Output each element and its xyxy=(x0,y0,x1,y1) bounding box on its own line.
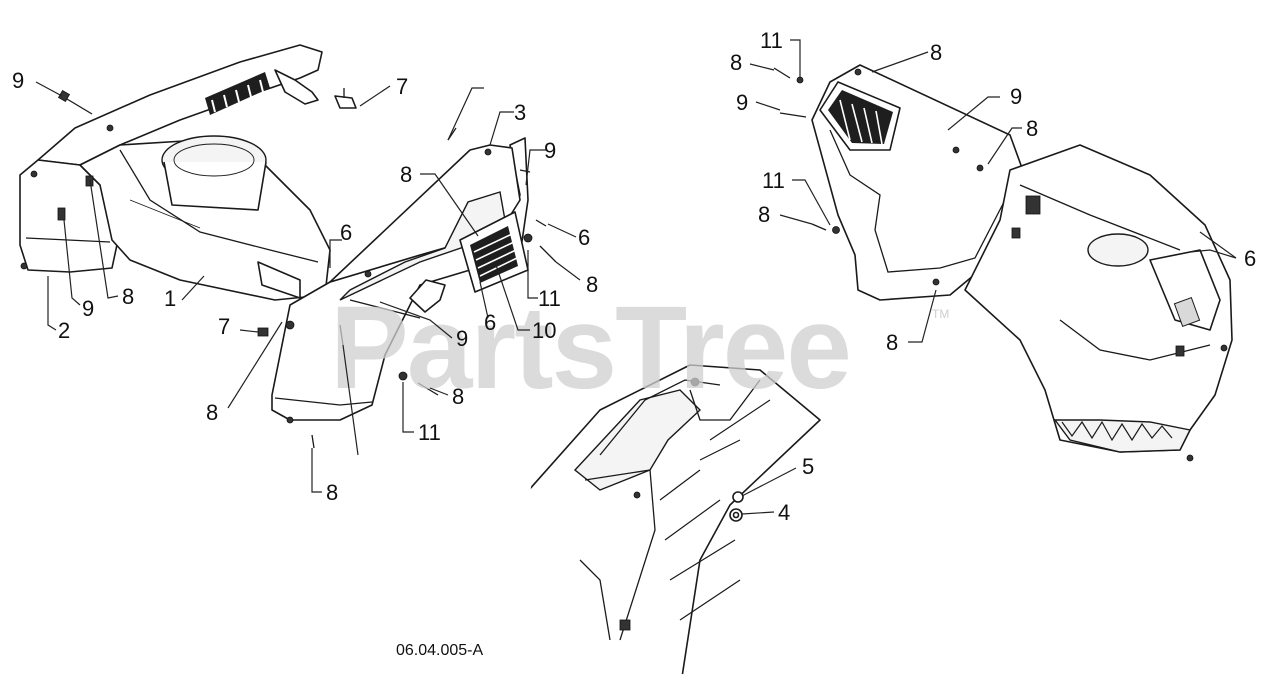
callout-label: 9 xyxy=(456,326,468,351)
callout-label: 9 xyxy=(12,68,24,93)
washer-icon xyxy=(523,233,533,243)
screw-icon xyxy=(286,416,294,424)
clip-icon xyxy=(334,95,357,109)
screw-icon xyxy=(30,170,38,178)
bracket-icon xyxy=(1025,195,1041,215)
washer-icon xyxy=(398,371,408,381)
screw-icon xyxy=(1220,344,1228,352)
callout-label: 8 xyxy=(758,202,770,227)
callout-label: 6 xyxy=(340,220,352,245)
clip-icon xyxy=(1011,227,1021,239)
callout-label: 11 xyxy=(760,28,783,53)
right-housing-assembly xyxy=(773,64,1233,462)
screw-icon xyxy=(633,491,641,499)
callout-label: 9 xyxy=(736,90,748,115)
bolt-icon xyxy=(535,219,547,227)
washer-icon xyxy=(832,226,840,234)
bolt-icon xyxy=(311,434,315,449)
callout-label: 9 xyxy=(1010,84,1022,109)
clip-icon xyxy=(1175,345,1185,357)
screw-icon xyxy=(1186,454,1194,462)
rim-vent-grille xyxy=(205,72,270,115)
callout-label: 6 xyxy=(578,225,590,250)
screw-icon xyxy=(484,148,492,156)
screw-icon xyxy=(932,278,940,286)
clip-icon xyxy=(257,327,269,337)
right-vent-grille xyxy=(819,81,901,151)
callout-labels: 9 9 8 2 1 6 7 7 3 9 8 6 8 11 6 10 9 8 11… xyxy=(12,28,1256,525)
callout-label: 2 xyxy=(58,318,70,343)
clip-icon xyxy=(619,619,631,631)
bolt-icon xyxy=(519,169,531,173)
detail-view xyxy=(530,364,821,675)
screw-icon xyxy=(20,262,28,270)
bolt-icon xyxy=(57,207,66,221)
callout-label: 8 xyxy=(326,480,338,505)
leader-lines xyxy=(35,39,1237,515)
bolt-icon xyxy=(811,223,827,231)
diagram-reference-code: 06.04.005-A xyxy=(396,642,484,659)
callout-label: 6 xyxy=(484,310,496,335)
screw-icon xyxy=(952,146,960,154)
bolt-icon xyxy=(417,382,439,396)
callout-label: 11 xyxy=(538,286,561,311)
bolt-icon xyxy=(85,175,94,187)
callout-label: 8 xyxy=(400,162,412,187)
callout-label: 11 xyxy=(418,420,441,445)
callout-label: 11 xyxy=(762,168,785,193)
callout-label: 8 xyxy=(1026,116,1038,141)
bolt-icon xyxy=(539,245,557,263)
callout-label: 9 xyxy=(82,296,94,321)
screw-icon xyxy=(854,68,862,76)
callout-label: 8 xyxy=(886,330,898,355)
callout-label: 10 xyxy=(532,318,556,343)
callout-label: 8 xyxy=(586,272,598,297)
bolt-icon xyxy=(339,324,344,346)
left-housing-assembly xyxy=(19,44,357,301)
left-side-cover xyxy=(257,127,557,449)
callout-label: 7 xyxy=(396,74,408,99)
side-vent-grille xyxy=(459,211,529,293)
callout-label: 7 xyxy=(218,314,230,339)
screw-icon xyxy=(285,320,295,330)
callout-label: 8 xyxy=(452,384,464,409)
screw-icon xyxy=(364,270,372,278)
watermark-trademark: TM xyxy=(932,307,949,321)
screw-icon xyxy=(106,124,114,132)
bolt-icon xyxy=(779,112,807,118)
callout-label: 4 xyxy=(778,500,790,525)
callout-label: 9 xyxy=(544,138,556,163)
callout-label: 6 xyxy=(1244,246,1256,271)
nut-icon xyxy=(732,491,744,503)
callout-label: 3 xyxy=(514,100,526,125)
callout-label: 8 xyxy=(730,50,742,75)
callout-label: 8 xyxy=(122,284,134,309)
bolt-icon xyxy=(773,67,791,79)
callout-label: 1 xyxy=(164,286,176,311)
screw-icon xyxy=(976,164,984,172)
callout-label: 5 xyxy=(802,454,814,479)
watermark-text: PartsTree xyxy=(330,282,850,414)
callout-label: 8 xyxy=(206,400,218,425)
callout-label: 8 xyxy=(930,40,942,65)
screw-icon xyxy=(690,377,700,387)
